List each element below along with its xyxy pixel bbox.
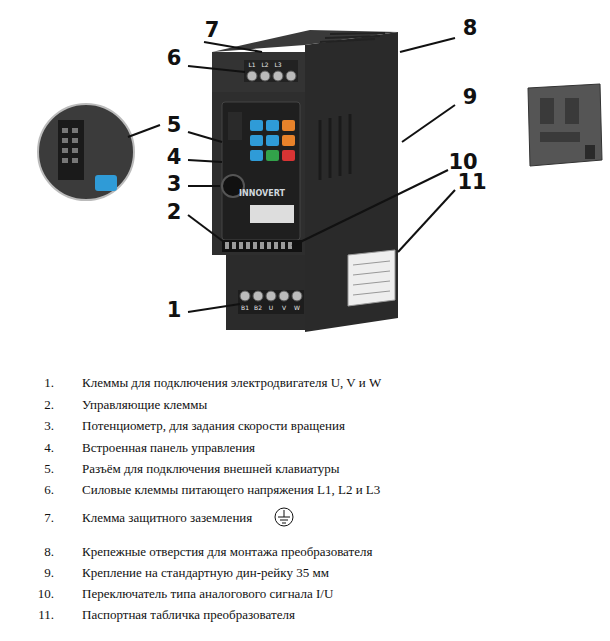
terminal-label: L1: [248, 62, 255, 69]
callout-number: 9: [463, 85, 478, 109]
list-item: Управляющие клеммы: [82, 398, 207, 413]
list-number: 9.: [44, 566, 54, 581]
list-item: Клемма защитного заземления: [82, 511, 252, 526]
terminal-label: B1: [241, 305, 249, 312]
list-item: Встроенная панель управления: [82, 441, 255, 456]
callout-number: 1: [167, 298, 182, 322]
callout-number: 2: [167, 200, 182, 224]
terminal-label: L2: [261, 62, 268, 69]
housing-bottom: [226, 255, 305, 330]
callout-number: 3: [167, 172, 182, 196]
side-vents: [320, 114, 350, 180]
brand-name: INNOVERT: [239, 189, 285, 198]
list-item: Клеммы для подключения электродвигателя …: [82, 376, 381, 391]
list-item: Крепежные отверстия для монтажа преобраз…: [82, 545, 372, 560]
list-number: 2.: [44, 398, 54, 413]
terminal-label: V: [282, 305, 286, 312]
callout-number: 11: [457, 170, 486, 194]
list-item: Разъём для подключения внешней клавиатур…: [82, 462, 340, 477]
control-panel: [222, 102, 300, 240]
list-number: 8.: [44, 545, 54, 560]
list-number: 6.: [44, 483, 54, 498]
list-number: 5.: [44, 462, 54, 477]
din-rail-clip: [528, 84, 602, 166]
callout-number: 8: [463, 16, 478, 40]
top-vents: [320, 33, 385, 42]
list-item: Переключатель типа аналогового сигнала I…: [82, 587, 333, 602]
housing-front: [212, 92, 305, 255]
list-number: 3.: [44, 419, 54, 434]
housing-front-top: [212, 52, 305, 92]
warning-sticker: [250, 205, 294, 223]
leader-lines: [128, 38, 455, 312]
power-terminals: [244, 60, 298, 82]
callout-number: 4: [167, 145, 182, 169]
list-item: Паспортная табличка преобразователя: [82, 608, 295, 623]
list-item: Силовые клеммы питающего напряжения L1, …: [82, 483, 380, 498]
list-item: Потенциометр, для задания скорости враще…: [82, 419, 345, 434]
callout-number: 6: [167, 46, 182, 70]
nameplate: [348, 250, 395, 306]
list-number: 7.: [44, 511, 54, 526]
connector-inset: [38, 104, 134, 200]
terminal-label: U: [269, 305, 273, 312]
list-number: 10.: [38, 587, 54, 602]
ground-symbol: [275, 508, 293, 526]
motor-terminals: [238, 290, 304, 314]
nameplate-lines: [353, 261, 390, 295]
callout-number: 7: [205, 18, 220, 42]
list-number: 1.: [44, 376, 54, 391]
list-number: 11.: [38, 608, 54, 623]
terminal-label: B2: [254, 305, 262, 312]
callout-number: 5: [167, 113, 182, 137]
list-number: 4.: [44, 441, 54, 456]
housing-side: [305, 32, 398, 332]
terminal-label: L3: [274, 62, 281, 69]
list-item: Крепление на стандартную дин-рейку 35 мм: [82, 566, 329, 581]
terminal-label: W: [294, 305, 300, 312]
control-terminals: [222, 240, 302, 252]
keypad: [228, 112, 295, 161]
